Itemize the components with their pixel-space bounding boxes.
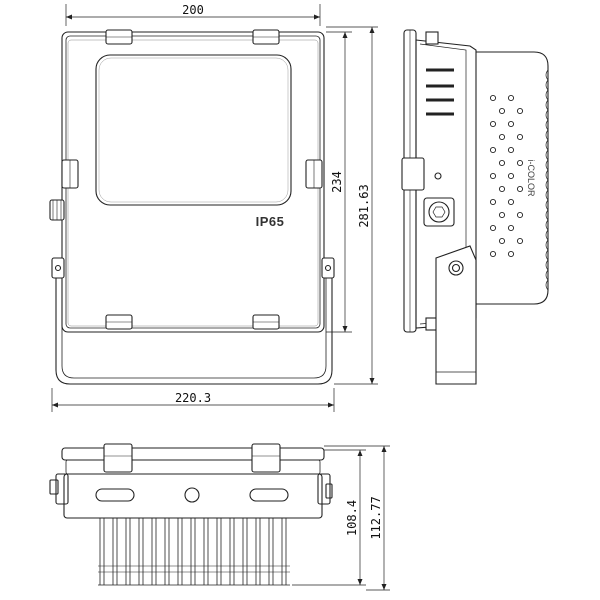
front-view (49, 4, 378, 412)
vent-dot (498, 107, 506, 115)
total-width-dimension (51, 388, 335, 412)
vent-dot (516, 133, 524, 141)
vent-dot (507, 224, 515, 232)
bottom-view (49, 443, 390, 591)
vent-dot (507, 94, 515, 102)
vent-dot (489, 146, 497, 154)
vent-dot (489, 250, 497, 258)
vent-dot (516, 107, 524, 115)
depth-label: 108.4 (345, 500, 359, 536)
total-depth-dimension (324, 445, 390, 591)
width-dimension (65, 4, 321, 26)
vent-dot (516, 211, 524, 219)
housing-outline (61, 31, 325, 333)
depth-dimension (292, 449, 366, 586)
total-width-label: 220.3 (175, 391, 211, 405)
width-label: 200 (182, 3, 204, 17)
mounting-bracket (51, 257, 335, 385)
vent-dot (507, 146, 515, 154)
heatsink-fins (98, 518, 290, 586)
vent-dot (516, 159, 524, 167)
side-bracket (435, 245, 477, 385)
side-view (401, 29, 549, 385)
height-label: 234 (330, 171, 344, 193)
vent-dot (498, 237, 506, 245)
vent-dot (498, 185, 506, 193)
vent-dot (489, 224, 497, 232)
lens-window (95, 54, 292, 206)
vent-dot (507, 120, 515, 128)
heatsink (476, 51, 549, 305)
brand-label: i-COLOR (526, 159, 536, 197)
vent-dot (516, 237, 524, 245)
cable-gland-icon (49, 199, 65, 221)
total-height-dimension (326, 26, 378, 385)
vent-dot (498, 211, 506, 219)
total-depth-label: 112.77 (369, 496, 383, 539)
vent-dot (507, 198, 515, 206)
vent-dot (489, 120, 497, 128)
vent-dot (498, 159, 506, 167)
total-height-label: 281.63 (357, 184, 371, 227)
heatsink-vent-dots (489, 94, 524, 258)
vent-dot (516, 185, 524, 193)
vent-dot (498, 133, 506, 141)
height-dimension (326, 31, 352, 333)
vent-dot (489, 94, 497, 102)
vent-dot (489, 172, 497, 180)
vent-dot (489, 198, 497, 206)
vent-dot (507, 250, 515, 258)
rating-label: IP65 (256, 214, 285, 229)
vent-dot (507, 172, 515, 180)
bottom-back-plate (63, 473, 323, 519)
